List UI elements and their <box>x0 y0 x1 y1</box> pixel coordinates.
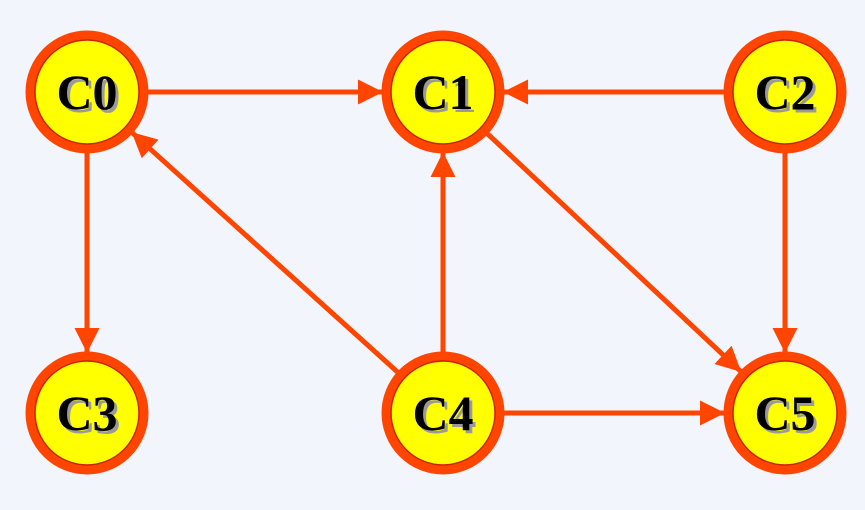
node-circle <box>25 30 149 154</box>
node-circle <box>381 351 505 475</box>
node-circle <box>723 351 847 475</box>
node-inner-ring <box>34 360 140 466</box>
edge-c1-to-c5 <box>483 129 744 375</box>
node-inner-ring <box>390 39 496 145</box>
node-label: C2 <box>754 64 815 120</box>
node-circle <box>723 30 847 154</box>
node-label: C5 <box>754 385 815 441</box>
node-inner-ring <box>390 360 496 466</box>
node-label: C4 <box>412 385 473 441</box>
node-label: C3 <box>56 385 117 441</box>
node-label-shadow: C1 <box>415 67 476 123</box>
node-label-shadow: C0 <box>59 67 120 123</box>
node-label: C1 <box>412 64 473 120</box>
node-label-shadow: C3 <box>59 388 120 444</box>
node-label: C0 <box>56 64 117 120</box>
node-inner-ring <box>34 39 140 145</box>
node-circle <box>25 351 149 475</box>
node-label-shadow: C5 <box>757 388 818 444</box>
node-label-shadow: C2 <box>757 67 818 123</box>
edge-c4-to-c0 <box>129 129 402 376</box>
node-circle <box>381 30 505 154</box>
node-inner-ring <box>732 39 838 145</box>
node-inner-ring <box>732 360 838 466</box>
node-label-shadow: C4 <box>415 388 476 444</box>
edges <box>74 79 798 426</box>
